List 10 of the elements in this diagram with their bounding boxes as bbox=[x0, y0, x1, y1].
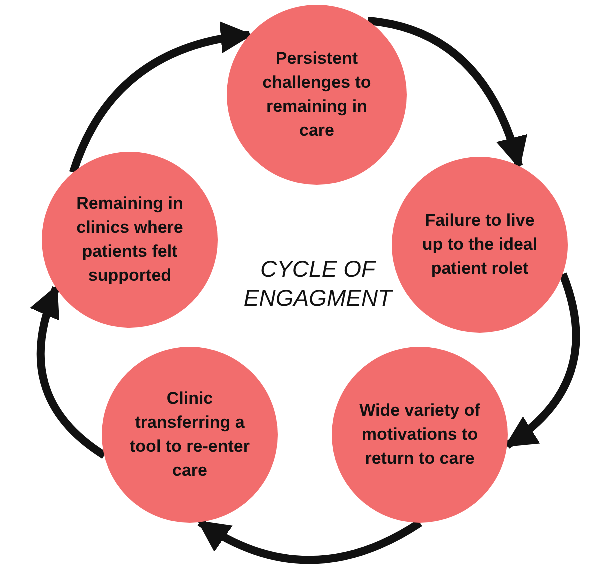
stage-text: Persistent challenges to remaining in care bbox=[262, 48, 372, 142]
stage-text: Remaining in clinics where patients felt supported bbox=[76, 193, 184, 287]
stage-text: Wide variety of motivations to return to care bbox=[358, 400, 482, 470]
curved-arrow bbox=[31, 285, 107, 459]
curved-arrow bbox=[368, 17, 526, 170]
curved-arrow bbox=[197, 519, 422, 564]
curved-arrow bbox=[504, 272, 580, 449]
stage-text: Clinic transferring a tool to re-enter care bbox=[129, 388, 251, 482]
cycle-title: CYCLE OF ENGAGMENT bbox=[242, 255, 394, 312]
stage-text: Failure to live up to the ideal patient rolet bbox=[421, 210, 539, 280]
